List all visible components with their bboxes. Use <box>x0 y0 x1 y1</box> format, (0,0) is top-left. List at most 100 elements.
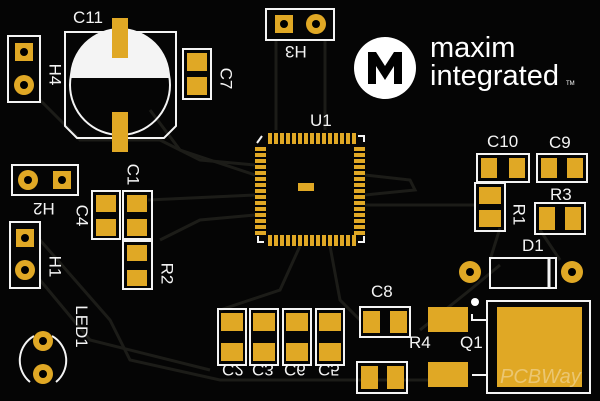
c1-capacitor <box>122 190 153 240</box>
u1-pad <box>304 133 308 144</box>
u1-pad <box>255 183 266 187</box>
capacitor-pad <box>221 313 243 331</box>
u1-pad <box>352 133 356 144</box>
u1-pad <box>334 133 338 144</box>
u1-pad <box>255 153 266 157</box>
label-led1: LED1 <box>71 305 91 348</box>
pcbway-watermark: PCBWay <box>500 366 581 388</box>
label-c7: C7 <box>216 67 236 90</box>
label-d1: D1 <box>522 236 544 255</box>
u1-pad <box>298 133 302 144</box>
u1-pad <box>255 225 266 229</box>
label-c8: C8 <box>371 282 393 301</box>
u1-pad <box>268 133 272 144</box>
h4-header <box>7 35 41 103</box>
u1-pad <box>255 159 266 163</box>
u1-pad <box>354 225 365 229</box>
u1-pad <box>354 195 365 199</box>
capacitor-pad <box>253 313 275 331</box>
u1-pad <box>334 235 338 246</box>
u1-pad <box>255 219 266 223</box>
label-c6: C6 <box>284 360 306 379</box>
u1-pad <box>274 235 278 246</box>
logo-trademark: TM <box>566 81 575 87</box>
h1-header <box>9 221 41 289</box>
u1-pad <box>255 195 266 199</box>
d1-diode <box>459 257 583 289</box>
u1-pad <box>304 235 308 246</box>
u1-pad <box>255 207 266 211</box>
u1-pad <box>354 213 365 217</box>
u1-pad <box>328 235 332 246</box>
h2-header <box>11 164 79 196</box>
u1-pad <box>322 235 326 246</box>
label-c3: C3 <box>252 360 274 379</box>
label-c2: C2 <box>222 360 244 379</box>
u1-pad <box>346 235 350 246</box>
u1-pad <box>310 235 314 246</box>
u1-pad <box>340 235 344 246</box>
label-r4: R4 <box>409 333 431 352</box>
label-c4: C4 <box>72 204 92 227</box>
label-h1: H1 <box>45 255 65 278</box>
c2-c3-c6-c5-capacitors <box>217 308 345 366</box>
capacitor-outline <box>315 308 345 366</box>
u1-pad <box>328 133 332 144</box>
u1-pad <box>354 219 365 223</box>
logo-text-integrated: integrated <box>430 60 559 92</box>
u1-pad <box>354 189 365 193</box>
u1-pad <box>316 235 320 246</box>
label-h3: H3 <box>285 42 307 61</box>
u1-pad <box>354 231 365 235</box>
u1-pad <box>354 147 365 151</box>
q1-transistor <box>428 298 591 394</box>
capacitor-pad <box>286 343 308 361</box>
r3-resistor <box>534 202 586 235</box>
u1-pad <box>354 183 365 187</box>
u1-pad <box>354 177 365 181</box>
label-c9: C9 <box>549 133 571 152</box>
u1-pad <box>292 235 296 246</box>
r4-resistor <box>356 361 408 394</box>
capacitor-outline <box>249 308 279 366</box>
u1-pad <box>255 177 266 181</box>
c10-capacitor <box>476 153 530 183</box>
u1-pad <box>255 165 266 169</box>
label-u1: U1 <box>310 111 332 130</box>
capacitor-pad <box>319 313 341 331</box>
capacitor-outline <box>217 308 247 366</box>
h3-header <box>265 8 335 41</box>
u1-pad <box>274 133 278 144</box>
logo-text-maxim: maxim <box>430 32 516 64</box>
u1-pad <box>298 235 302 246</box>
u1-pad <box>255 171 266 175</box>
u1-pad <box>354 201 365 205</box>
c9-capacitor <box>536 153 588 183</box>
u1-pad <box>340 133 344 144</box>
u1-pad <box>354 159 365 163</box>
u1-pad <box>346 133 350 144</box>
label-r3: R3 <box>550 185 572 204</box>
capacitor-pad <box>253 343 275 361</box>
label-c1: C1 <box>123 163 143 186</box>
u1-pad <box>255 147 266 151</box>
u1-pad <box>352 235 356 246</box>
c11-capacitor <box>64 18 177 152</box>
r2-resistor <box>122 240 153 290</box>
u1-pad <box>322 133 326 144</box>
capacitor-outline <box>282 308 312 366</box>
u1-pad <box>354 171 365 175</box>
capacitor-pad <box>286 313 308 331</box>
u1-pad <box>310 133 314 144</box>
label-q1: Q1 <box>460 333 483 352</box>
u1-pad <box>354 207 365 211</box>
label-c5: C5 <box>318 360 340 379</box>
c8-capacitor <box>359 306 411 338</box>
capacitor-pad <box>221 343 243 361</box>
u1-pad <box>255 189 266 193</box>
u1-pad <box>286 235 290 246</box>
u1-pad <box>280 133 284 144</box>
c7-capacitor <box>182 48 212 100</box>
